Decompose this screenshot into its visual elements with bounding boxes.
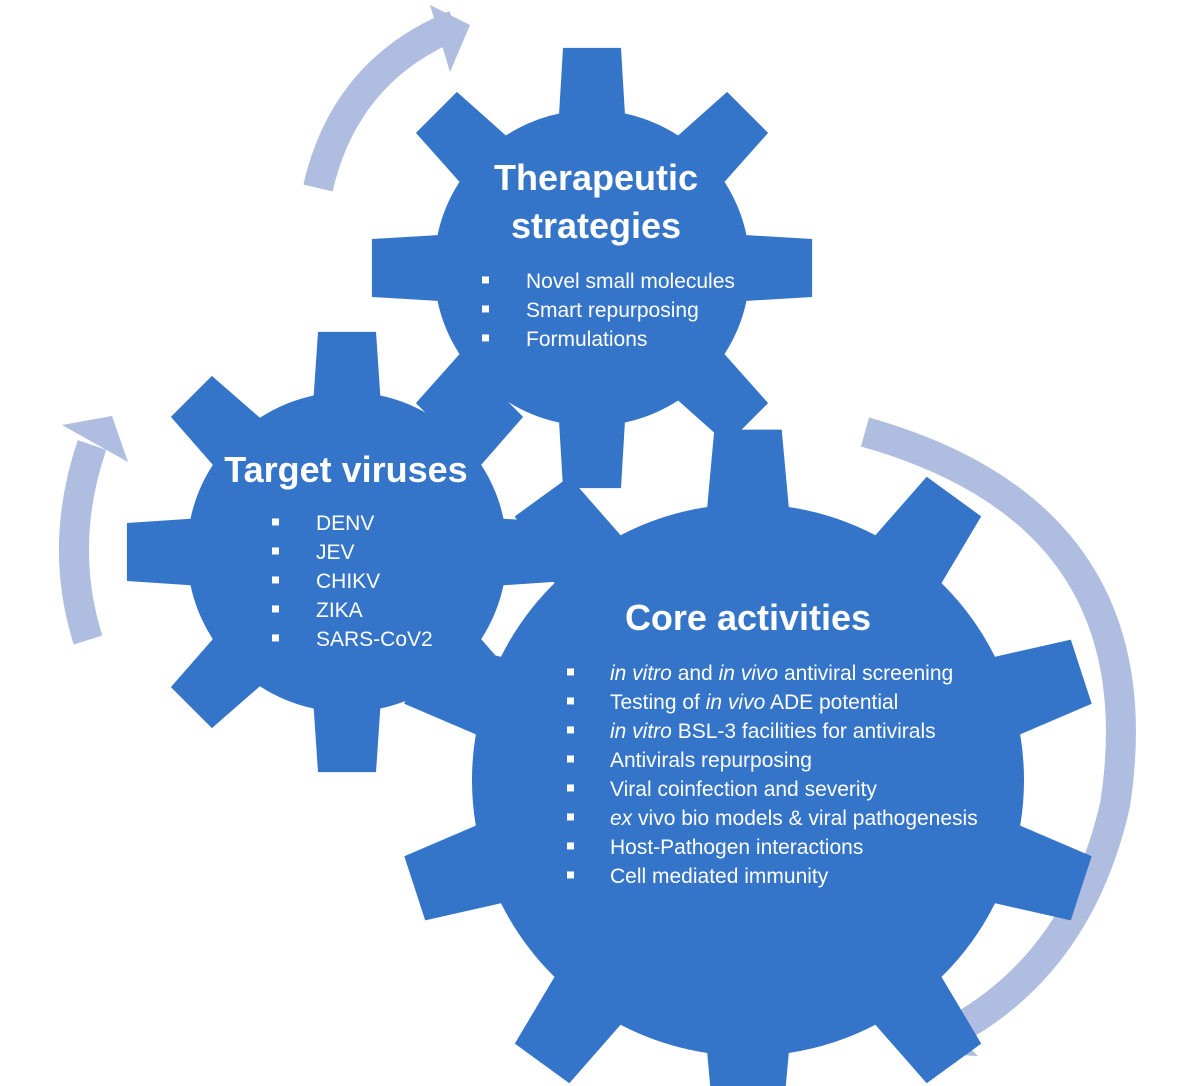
therapeutic-item: Novel small molecules bbox=[526, 270, 735, 293]
cycle-arrow-left-head bbox=[62, 416, 128, 462]
therapeutic-bullet bbox=[482, 305, 489, 313]
core-bullet bbox=[567, 668, 574, 676]
core-bullet bbox=[567, 813, 574, 821]
target-item: DENV bbox=[316, 512, 374, 535]
target-bullet bbox=[272, 576, 279, 584]
core-item: Host-Pathogen interactions bbox=[610, 836, 863, 859]
therapeutic-title-line1: Therapeutic bbox=[494, 157, 698, 198]
core-bullet bbox=[567, 697, 574, 705]
core-item: Cell mediated immunity bbox=[610, 865, 829, 888]
therapeutic-title-line2: strategies bbox=[511, 205, 681, 246]
target-title: Target viruses bbox=[224, 449, 467, 490]
core-item: in vitro BSL-3 facilities for antivirals bbox=[610, 720, 936, 743]
target-item: ZIKA bbox=[316, 599, 363, 622]
core-bullet bbox=[567, 784, 574, 792]
cycle-arrow-top-left bbox=[303, 11, 461, 192]
target-bullet bbox=[272, 518, 279, 526]
therapeutic-bullet bbox=[482, 334, 489, 342]
core-item: Testing of in vivo ADE potential bbox=[610, 691, 898, 714]
target-item: JEV bbox=[316, 541, 355, 564]
target-item: SARS-CoV2 bbox=[316, 628, 433, 651]
cycle-arrow-top-left-head bbox=[430, 5, 470, 72]
core-bullet bbox=[567, 842, 574, 850]
target-bullet bbox=[272, 547, 279, 555]
core-item: ex vivo bio models & viral pathogenesis bbox=[610, 807, 978, 830]
core-bullet bbox=[567, 726, 574, 734]
core-item: Viral coinfection and severity bbox=[610, 778, 877, 801]
core-item: in vitro and in vivo antiviral screening bbox=[610, 662, 953, 685]
target-item-list: DENV JEV CHIKV ZIKA SARS-CoV2 bbox=[272, 512, 433, 651]
therapeutic-item: Smart repurposing bbox=[526, 299, 699, 322]
target-bullet bbox=[272, 605, 279, 613]
core-bullet bbox=[567, 755, 574, 763]
core-title: Core activities bbox=[625, 597, 871, 638]
core-item: Antivirals repurposing bbox=[610, 749, 812, 772]
therapeutic-bullet bbox=[482, 276, 489, 284]
cycle-arrow-right bbox=[860, 417, 1136, 1059]
core-item-list: in vitro and in vivo antiviral screening… bbox=[567, 662, 978, 888]
core-bullet bbox=[567, 871, 574, 879]
therapeutic-item: Formulations bbox=[526, 328, 647, 351]
gear-core-activities bbox=[404, 429, 1092, 1086]
cycle-arrow-left bbox=[58, 440, 107, 645]
target-bullet bbox=[272, 634, 279, 642]
target-item: CHIKV bbox=[316, 570, 380, 593]
